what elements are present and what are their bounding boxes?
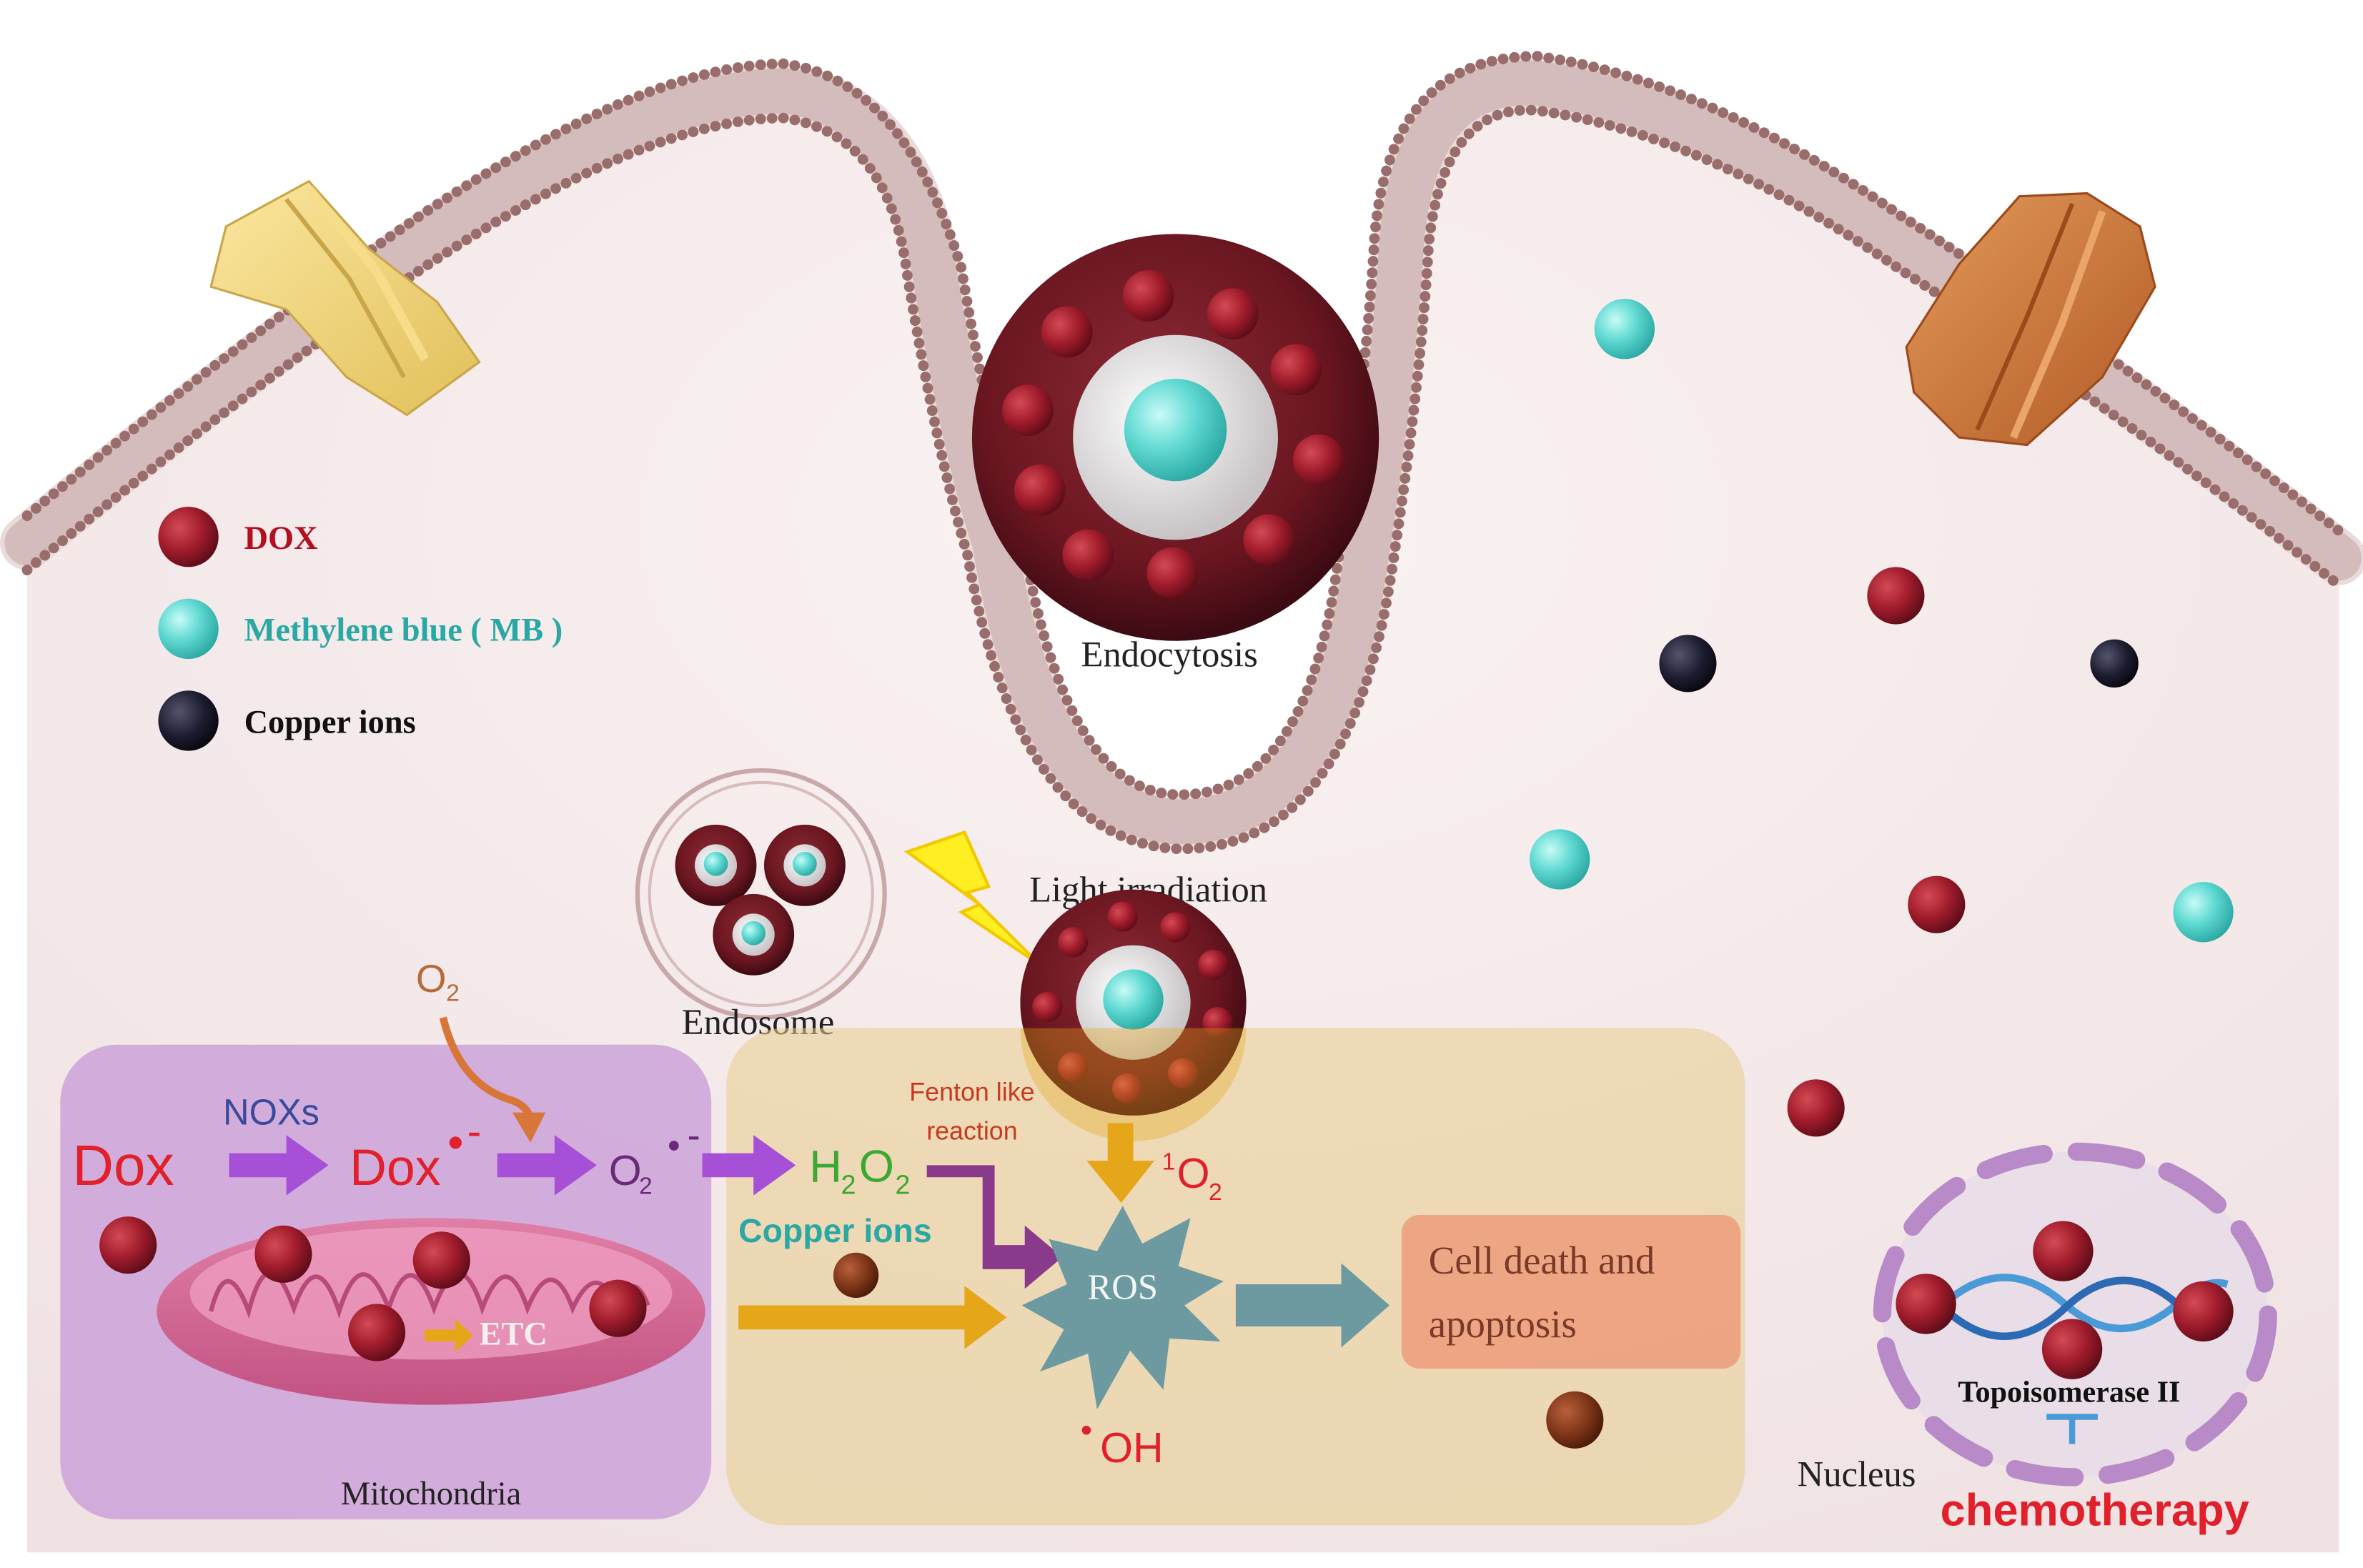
copper-ion-icon	[1546, 1391, 1604, 1449]
irradiated-nanoparticle-icon	[1020, 889, 1247, 1141]
lightning-bolt-icon	[903, 830, 1041, 966]
dox-particle-icon	[348, 1304, 406, 1361]
copper-ion-icon	[158, 690, 219, 751]
cell-membrane	[0, 51, 2363, 855]
etc-arrow-icon	[425, 1319, 474, 1352]
legend-label-mb: Methylene blue ( MB )	[244, 612, 563, 649]
nucleus-label: Nucleus	[1798, 1454, 1916, 1494]
cell-death-line2: apoptosis	[1429, 1302, 1577, 1346]
dox-particle-icon	[2041, 1319, 2103, 1379]
noxs-label: NOXs	[223, 1092, 319, 1133]
dox-label: Dox	[72, 1133, 174, 1197]
dox-radical-label: Dox	[350, 1139, 441, 1196]
down-arrow-icon	[1086, 1123, 1155, 1204]
purple-arrow-icon	[229, 1135, 329, 1196]
mb-particle-icon	[158, 598, 219, 660]
orange-curved-arrow-icon	[439, 1016, 535, 1120]
endocytosis-label: Endocytosis	[1081, 635, 1257, 675]
h2o2-sub1: 2	[841, 1170, 856, 1200]
legend: DOX Methylene blue ( MB ) Copper ions	[158, 507, 563, 751]
endosome-icon	[635, 768, 887, 1020]
dox-particle-icon	[1787, 1079, 1845, 1137]
cell-death-box: Cell death and apoptosis	[1401, 1215, 1741, 1369]
mb-particle-icon	[2173, 882, 2234, 943]
copper-ion-icon	[833, 1252, 879, 1298]
dox-radical-mark: •	[447, 1118, 463, 1168]
singlet-oxygen-sup: 1	[1162, 1148, 1176, 1176]
ros-burst-icon	[1021, 1206, 1224, 1409]
o2-subscript: 2	[446, 980, 460, 1007]
superoxide-subscript: 2	[639, 1172, 653, 1199]
reaction-panel	[726, 1028, 1745, 1526]
dox-particle-icon	[99, 1216, 157, 1274]
membrane-channel-orange-icon	[1905, 192, 2156, 447]
hydroxyl-radical-mark: •	[1081, 1411, 1092, 1448]
orange-arrowhead-icon	[512, 1112, 546, 1143]
fenton-label-line2: reaction	[926, 1117, 1017, 1146]
superoxide-label: O	[609, 1147, 642, 1194]
singlet-oxygen-label: O	[1177, 1150, 1210, 1197]
membrane-channel-yellow-icon	[209, 179, 481, 417]
dox-radical-minus: -	[467, 1108, 482, 1155]
chemotherapy-label: chemotherapy	[1941, 1485, 2249, 1535]
fenton-label-line1: Fenton like	[909, 1078, 1034, 1106]
superoxide-radical-mark: •	[668, 1125, 680, 1166]
hydroxyl-label: OH	[1100, 1424, 1164, 1472]
fenton-arrow-icon	[926, 1165, 1063, 1289]
dox-particle-icon	[1867, 567, 1925, 625]
superoxide-minus: -	[687, 1113, 700, 1157]
etc-label: ETC	[479, 1316, 547, 1352]
topoisomerase-label: Topoisomerase II	[1958, 1375, 2180, 1409]
dox-particle-icon	[2033, 1221, 2094, 1281]
mb-particle-icon	[1530, 829, 1590, 890]
dox-particle-icon	[254, 1225, 312, 1283]
mb-particle-icon	[1594, 299, 1655, 359]
teal-arrow-icon	[1235, 1263, 1389, 1348]
dox-particle-icon	[412, 1231, 470, 1289]
cell-death-line1: Cell death and	[1429, 1239, 1655, 1282]
legend-label-dox: DOX	[244, 520, 318, 557]
purple-arrow-icon	[497, 1135, 597, 1196]
o2-label: O	[416, 956, 447, 1001]
h2o2-o: O	[859, 1142, 894, 1192]
endocytosis-nanoparticle-icon	[971, 234, 1379, 641]
singlet-oxygen-subscript: 2	[1209, 1179, 1222, 1206]
free-particles	[1530, 299, 2234, 1137]
dox-particle-icon	[2173, 1281, 2234, 1342]
ros-label: ROS	[1088, 1267, 1158, 1307]
copper-ion-icon	[1659, 635, 1717, 693]
purple-arrow-icon	[702, 1135, 796, 1196]
mitochondria-label: Mitochondria	[341, 1476, 521, 1512]
dox-particle-icon	[1896, 1274, 1956, 1334]
orange-arrow-icon	[738, 1286, 1007, 1349]
legend-label-copper: Copper ions	[244, 704, 416, 740]
mitochondria-panel: ETC Mitochondria	[60, 1044, 712, 1519]
copper-ions-path-label: Copper ions	[738, 1212, 932, 1249]
copper-ion-icon	[2090, 639, 2139, 688]
dox-particle-icon	[158, 507, 219, 567]
dox-particle-icon	[1908, 875, 1966, 933]
nucleus-icon	[1873, 1142, 2277, 1487]
dox-particle-icon	[589, 1279, 647, 1337]
h2o2-h: H	[809, 1142, 842, 1192]
h2o2-sub2: 2	[895, 1170, 910, 1200]
inhibition-icon	[2046, 1414, 2098, 1444]
